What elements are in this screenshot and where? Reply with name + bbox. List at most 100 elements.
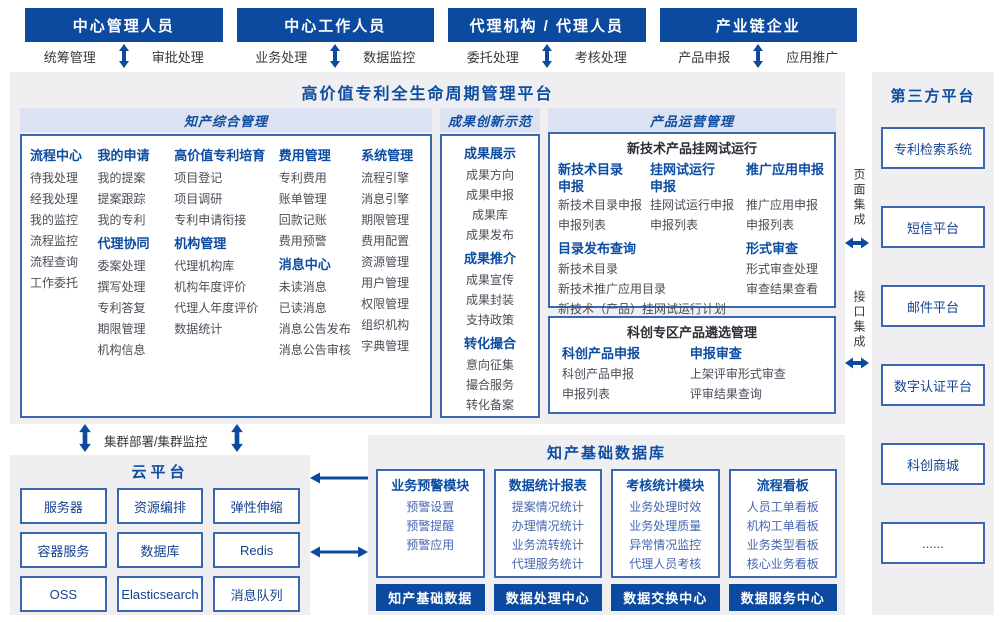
column: 申报审查 上架评审形式审查评审结果查询 (690, 344, 822, 404)
menu-item: 组织机构 (361, 318, 410, 332)
menu-item: 期限管理 (361, 213, 410, 227)
menu-item: 消息引擎 (361, 192, 410, 206)
menu-item: 转化备案 (465, 398, 514, 412)
third-party-item: ...... (881, 522, 985, 564)
group-heading: 形式审查 (746, 241, 799, 256)
column: 科创产品申报 科创产品申报申报列表 (562, 344, 666, 404)
section-ip-management: 知产综合管理 流程中心 待我处理经我处理我的监控流程监控流程查询工作委托 我的申… (20, 108, 432, 418)
module-heading: 流程看板 (756, 478, 809, 493)
cloud-service-item: 容器服务 (20, 532, 107, 568)
group-heading: 申报审查 (689, 346, 742, 361)
column: 新技术目录申报 新技术目录申报申报列表 (558, 161, 646, 235)
menu-item: 新技术目录 (558, 262, 619, 276)
role-label-right: 应用推广 (786, 49, 839, 65)
section-title: 知产综合管理 (20, 108, 432, 132)
menu-item: 支持政策 (465, 313, 514, 327)
group-heading: 费用管理 (278, 148, 331, 163)
third-party-item: 短信平台 (881, 206, 985, 248)
module-item: 提案情况统计 (511, 500, 584, 514)
module-item: 业务流转统计 (511, 538, 584, 552)
menu-item: 形式审查处理 (746, 262, 819, 276)
menu-item: 经我处理 (30, 192, 79, 206)
group-items: 上架评审形式审查评审结果查询 (690, 364, 822, 404)
third-party-panel: 第三方平台 专利检索系统短信平台邮件平台数字认证平台科创商城...... (872, 72, 994, 615)
role-title: 产业链企业 (659, 8, 857, 42)
third-party-item: 邮件平台 (881, 285, 985, 327)
group-heading: 消息中心 (278, 257, 331, 272)
menu-item: 代理机构库 (174, 259, 235, 273)
menu-item: 挂网试运行申报 (650, 198, 735, 212)
menu-item: 数据统计 (174, 322, 223, 336)
menu-item: 已读消息 (278, 301, 327, 315)
menu-item: 项目调研 (174, 192, 223, 206)
role-title: 代理机构 / 代理人员 (448, 8, 646, 42)
menu-item: 意向征集 (465, 358, 514, 372)
menu-item: 申报列表 (558, 218, 607, 232)
menu-item: 期限管理 (97, 322, 146, 336)
menu-item: 申报列表 (650, 218, 699, 232)
cloud-service-item: OSS (20, 576, 107, 612)
cloud-service-item: Elasticsearch (116, 576, 204, 612)
menu-item: 申报列表 (562, 387, 611, 401)
section-product-operation: 产品运营管理 新技术产品挂网试运行 新技术目录申报 新技术目录申报申报列表 挂网… (548, 108, 836, 414)
group-heading: 推广应用申报 (746, 162, 825, 177)
group-items: 流程引擎消息引擎期限管理费用配置资源管理用户管理权限管理组织机构字典管理 (361, 168, 426, 357)
menu-item: 成果发布 (465, 228, 514, 242)
group-heading: 成果推介 (463, 251, 516, 266)
db-footer-item: 知产基础数据 (376, 584, 485, 611)
db-module: 数据统计报表 提案情况统计办理情况统计业务流转统计代理服务统计 (493, 469, 602, 578)
third-party-item: 专利检索系统 (881, 127, 985, 169)
group-heading: 目录发布查询 (558, 241, 637, 256)
menu-item: 成果方向 (465, 168, 514, 182)
role-title: 中心工作人员 (236, 8, 434, 42)
third-party-item: 数字认证平台 (881, 364, 985, 406)
column: 推广应用申报 推广应用申报申报列表 (746, 161, 826, 235)
group-heading: 代理协同 (97, 236, 150, 251)
cloud-service-item: 消息队列 (213, 576, 300, 612)
module-item: 办理情况统计 (511, 519, 584, 533)
group: 成果展示 成果方向成果申报成果库成果发布 (442, 144, 538, 245)
role-block: 中心工作人员 业务处理 数据监控 (236, 8, 434, 70)
module-items: 业务处理时效业务处理质量异常情况监控代理人员考核 (613, 498, 718, 574)
db-module: 考核统计模块 业务处理时效业务处理质量异常情况监控代理人员考核 (611, 469, 720, 578)
role-label-left: 产品申报 (678, 49, 731, 65)
module-item: 业务处理时效 (629, 500, 702, 514)
module-item: 业务类型看板 (746, 538, 819, 552)
api-integration-label: 接口集成 (852, 290, 866, 350)
menu-item: 撰写处理 (97, 280, 146, 294)
subpanel-bottom-row: 目录发布查询 新技术目录新技术推广应用目录新技术（产品）挂网试运行计划 形式审查… (558, 239, 826, 319)
menu-item: 委案处理 (97, 259, 146, 273)
menu-item: 工作委托 (30, 276, 79, 290)
module-items: 预警设置预警提醒预警应用 (378, 498, 483, 555)
group-heading: 成果展示 (463, 146, 516, 161)
role-label-right: 考核处理 (574, 49, 627, 65)
group: 转化撮合 意向征集撮合服务转化备案 (442, 334, 538, 415)
group-items: 我的提案提案跟踪我的专利 (97, 168, 164, 231)
role-labels: 统筹管理 审批处理 (25, 42, 223, 70)
group-heading: 挂网试运行申报 (650, 162, 716, 194)
group-heading: 转化撮合 (463, 336, 516, 351)
arrow-left-icon (310, 471, 368, 485)
third-party-item: 科创商城 (881, 443, 985, 485)
menu-item: 成果宣传 (465, 273, 514, 287)
menu-item: 评审结果查询 (689, 387, 762, 401)
role-block: 中心管理人员 统筹管理 审批处理 (25, 8, 223, 70)
module-item: 核心业务看板 (746, 557, 819, 571)
group-items: 新技术目录新技术推广应用目录新技术（产品）挂网试运行计划 (558, 259, 740, 319)
module-heading: 业务预警模块 (391, 478, 470, 493)
group-items: 推广应用申报申报列表 (746, 195, 826, 235)
group-items: 待我处理经我处理我的监控流程监控流程查询工作委托 (30, 168, 87, 294)
platform-panel: 高价值专利全生命周期管理平台 知产综合管理 流程中心 待我处理经我处理我的监控流… (10, 72, 845, 424)
db-module: 流程看板 人员工单看板机构工单看板业务类型看板核心业务看板 (728, 469, 837, 578)
module-heading: 数据统计报表 (508, 478, 587, 493)
db-footers-row: 知产基础数据数据处理中心数据交换中心数据服务中心 (376, 584, 837, 611)
menu-item: 项目登记 (174, 171, 223, 185)
double-arrow-vertical-icon (230, 422, 244, 454)
db-footer-item: 数据服务中心 (728, 584, 837, 611)
module-items: 提案情况统计办理情况统计业务流转统计代理服务统计 (496, 498, 601, 574)
double-arrow-horizontal-icon (845, 237, 869, 249)
group-items: 成果方向成果申报成果库成果发布 (442, 165, 538, 245)
menu-item: 上架评审形式审查 (689, 367, 786, 381)
double-arrow-vertical-icon (118, 44, 129, 68)
